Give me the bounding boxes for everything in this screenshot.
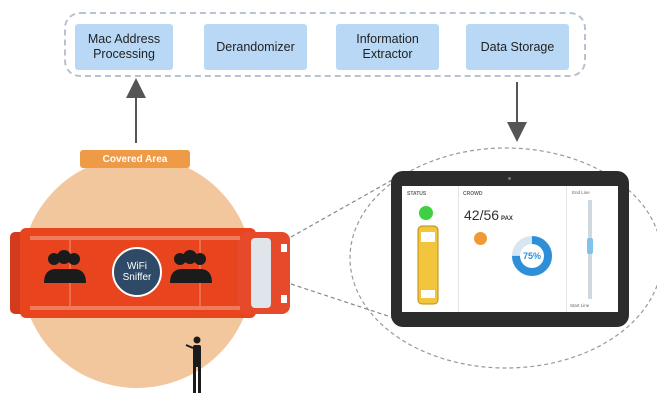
route-slider [587,200,593,299]
status-header: STATUS [407,191,427,197]
slider-handle [587,238,593,254]
person-figure [185,336,201,393]
information-extractor-box: Information Extractor [336,24,439,70]
crowd-indicator-orange [474,232,487,245]
data-storage-box: Data Storage [466,24,569,70]
bus-front-icon [417,225,439,305]
wifi-sniffer-badge: WiFi Sniffer [112,247,162,297]
occupancy-percent: 75% [522,251,541,261]
mac-address-processing-box: Mac Address Processing [75,24,173,70]
crowd-count-value: 42/56 [464,207,500,223]
donut-fill [512,236,552,276]
mac-address-processing-label: Mac Address Processing [87,32,161,61]
zoom-ellipse [349,147,657,369]
derandomizer-label: Derandomizer [216,39,295,54]
derandomizer-box: Derandomizer [204,24,307,70]
start-line-label: Start Line [570,303,590,308]
status-indicator-green [419,206,433,220]
covered-area-text: Covered Area [102,153,168,165]
crowd-header: CROWD [463,191,483,197]
status-panel: STATUS [402,186,459,312]
zoom-line-bottom [290,283,395,319]
covered-area-label: Covered Area [80,150,190,168]
passengers-icon-right [170,250,212,283]
occupancy-donut [512,236,552,276]
data-storage-label: Data Storage [480,39,555,54]
processing-pipeline-frame: Mac Address Processing Derandomizer Info… [64,12,586,77]
passengers-icon-left [44,250,86,283]
zoom-line-top [290,178,395,238]
information-extractor-label: Information Extractor [356,32,419,61]
crowd-count-unit: PAX [501,216,513,222]
tablet-camera [508,177,511,180]
wifi-sniffer-label: WiFi Sniffer [122,261,152,283]
end-line-label: End Line [572,190,590,195]
